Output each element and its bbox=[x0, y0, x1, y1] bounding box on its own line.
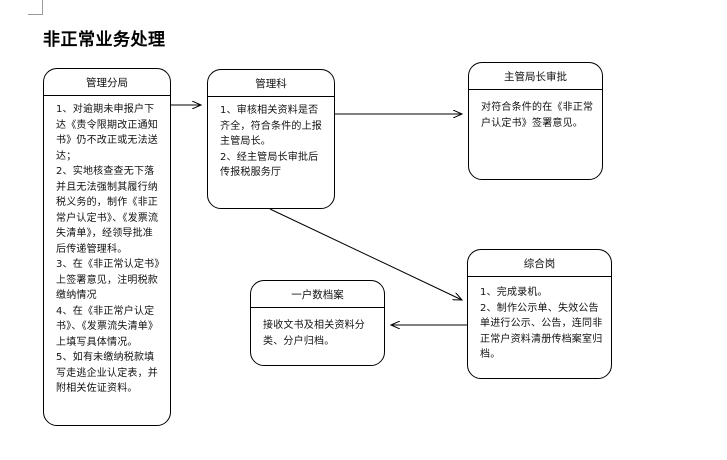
node-household-archive-body: 接收文书及相关资料分类、分户归档。 bbox=[251, 308, 384, 353]
node-household-archive-header: 一户数档案 bbox=[251, 281, 384, 308]
general-post-step-1: 1、完成录机。 bbox=[480, 287, 548, 298]
node-general-post: 综合岗 1、完成录机。 2、制作公示单、失效公告单进行公示、公告，连同非正常户资… bbox=[467, 249, 612, 379]
management-branch-step-3: 3、在《非正常认定书》上签署意见，注明税款缴纳情况 bbox=[56, 259, 160, 301]
general-post-step-2: 2、制作公示单、失效公告单进行公示、公告，连同非正常户资料清册传档案室归档。 bbox=[480, 302, 603, 361]
node-director-approval: 主管局长审批 对符合条件的在《非正常户认定书》签署意见。 bbox=[468, 62, 603, 180]
node-management-section-header: 管理科 bbox=[208, 70, 334, 97]
node-management-branch-body: 1、对逾期未申报户下达《责令限期改正通知书》仍不改正或无法送达； 2、实地核查查… bbox=[44, 96, 170, 401]
household-archive-text: 接收文书及相关资料分类、分户归档。 bbox=[263, 320, 365, 347]
management-branch-step-4: 4、在《非正常户认定书》、《发票流失清单》上填写具体情况。 bbox=[56, 305, 159, 348]
node-general-post-body: 1、完成录机。 2、制作公示单、失效公告单进行公示、公告，连同非正常户资料清册传… bbox=[468, 277, 611, 367]
node-management-section-body: 1、审核相关资料是否齐全，符合条件的上报主管局长。 2、经主管局长审批后传报税服… bbox=[208, 97, 334, 185]
node-management-branch: 管理分局 1、对逾期未申报户下达《责令限期改正通知书》仍不改正或无法送达； 2、… bbox=[43, 68, 171, 426]
director-approval-text: 对符合条件的在《非正常户认定书》签署意见。 bbox=[481, 102, 594, 129]
node-director-approval-header: 主管局长审批 bbox=[469, 63, 602, 90]
management-section-step-1: 1、审核相关资料是否齐全，符合条件的上报主管局长。 bbox=[220, 105, 322, 147]
node-management-section: 管理科 1、审核相关资料是否齐全，符合条件的上报主管局长。 2、经主管局长审批后… bbox=[207, 69, 335, 209]
management-branch-step-5: 5、如有未缴纳税款填写走逃企业认定表，并附相关佐证资料。 bbox=[56, 352, 158, 394]
management-branch-step-1: 1、对逾期未申报户下达《责令限期改正通知书》仍不改正或无法送达； bbox=[56, 104, 158, 162]
node-management-branch-header: 管理分局 bbox=[44, 69, 170, 96]
page-corner-mark bbox=[28, 0, 43, 15]
management-branch-step-2: 2、实地核查查无下落并且无法强制其履行纳税义务的，制作《非正常户认定书》、《发票… bbox=[56, 166, 159, 255]
node-director-approval-body: 对符合条件的在《非正常户认定书》签署意见。 bbox=[469, 90, 602, 135]
node-household-archive: 一户数档案 接收文书及相关资料分类、分户归档。 bbox=[250, 280, 385, 366]
management-section-step-2: 2、经主管局长审批后传报税服务厅 bbox=[220, 151, 319, 179]
page-title: 非正常业务处理 bbox=[43, 30, 166, 50]
node-general-post-header: 综合岗 bbox=[468, 250, 611, 277]
